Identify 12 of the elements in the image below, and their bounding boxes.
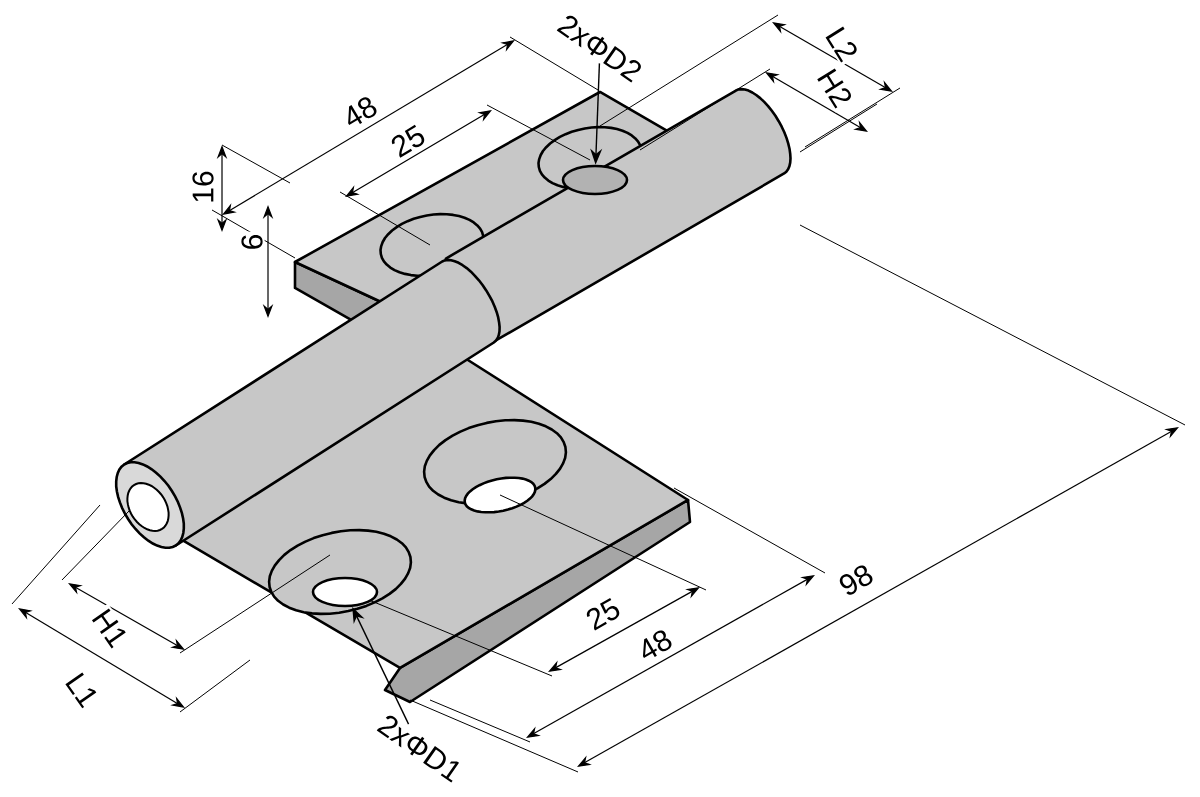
dimension-label: 98 bbox=[833, 559, 879, 601]
dimension-label: 6 bbox=[239, 231, 265, 253]
dimension-label: L1 bbox=[61, 667, 103, 713]
dimension-label: 25 bbox=[385, 120, 431, 162]
dimension-label: L2 bbox=[821, 21, 863, 67]
dimension-label: 25 bbox=[580, 593, 626, 635]
dimension-label: 48 bbox=[632, 624, 678, 666]
dimension-label: 48 bbox=[337, 91, 383, 133]
dimension-label: H1 bbox=[87, 603, 133, 653]
through-hole bbox=[561, 164, 629, 196]
through-hole bbox=[311, 576, 379, 608]
dimension-label: 16 bbox=[190, 168, 216, 206]
